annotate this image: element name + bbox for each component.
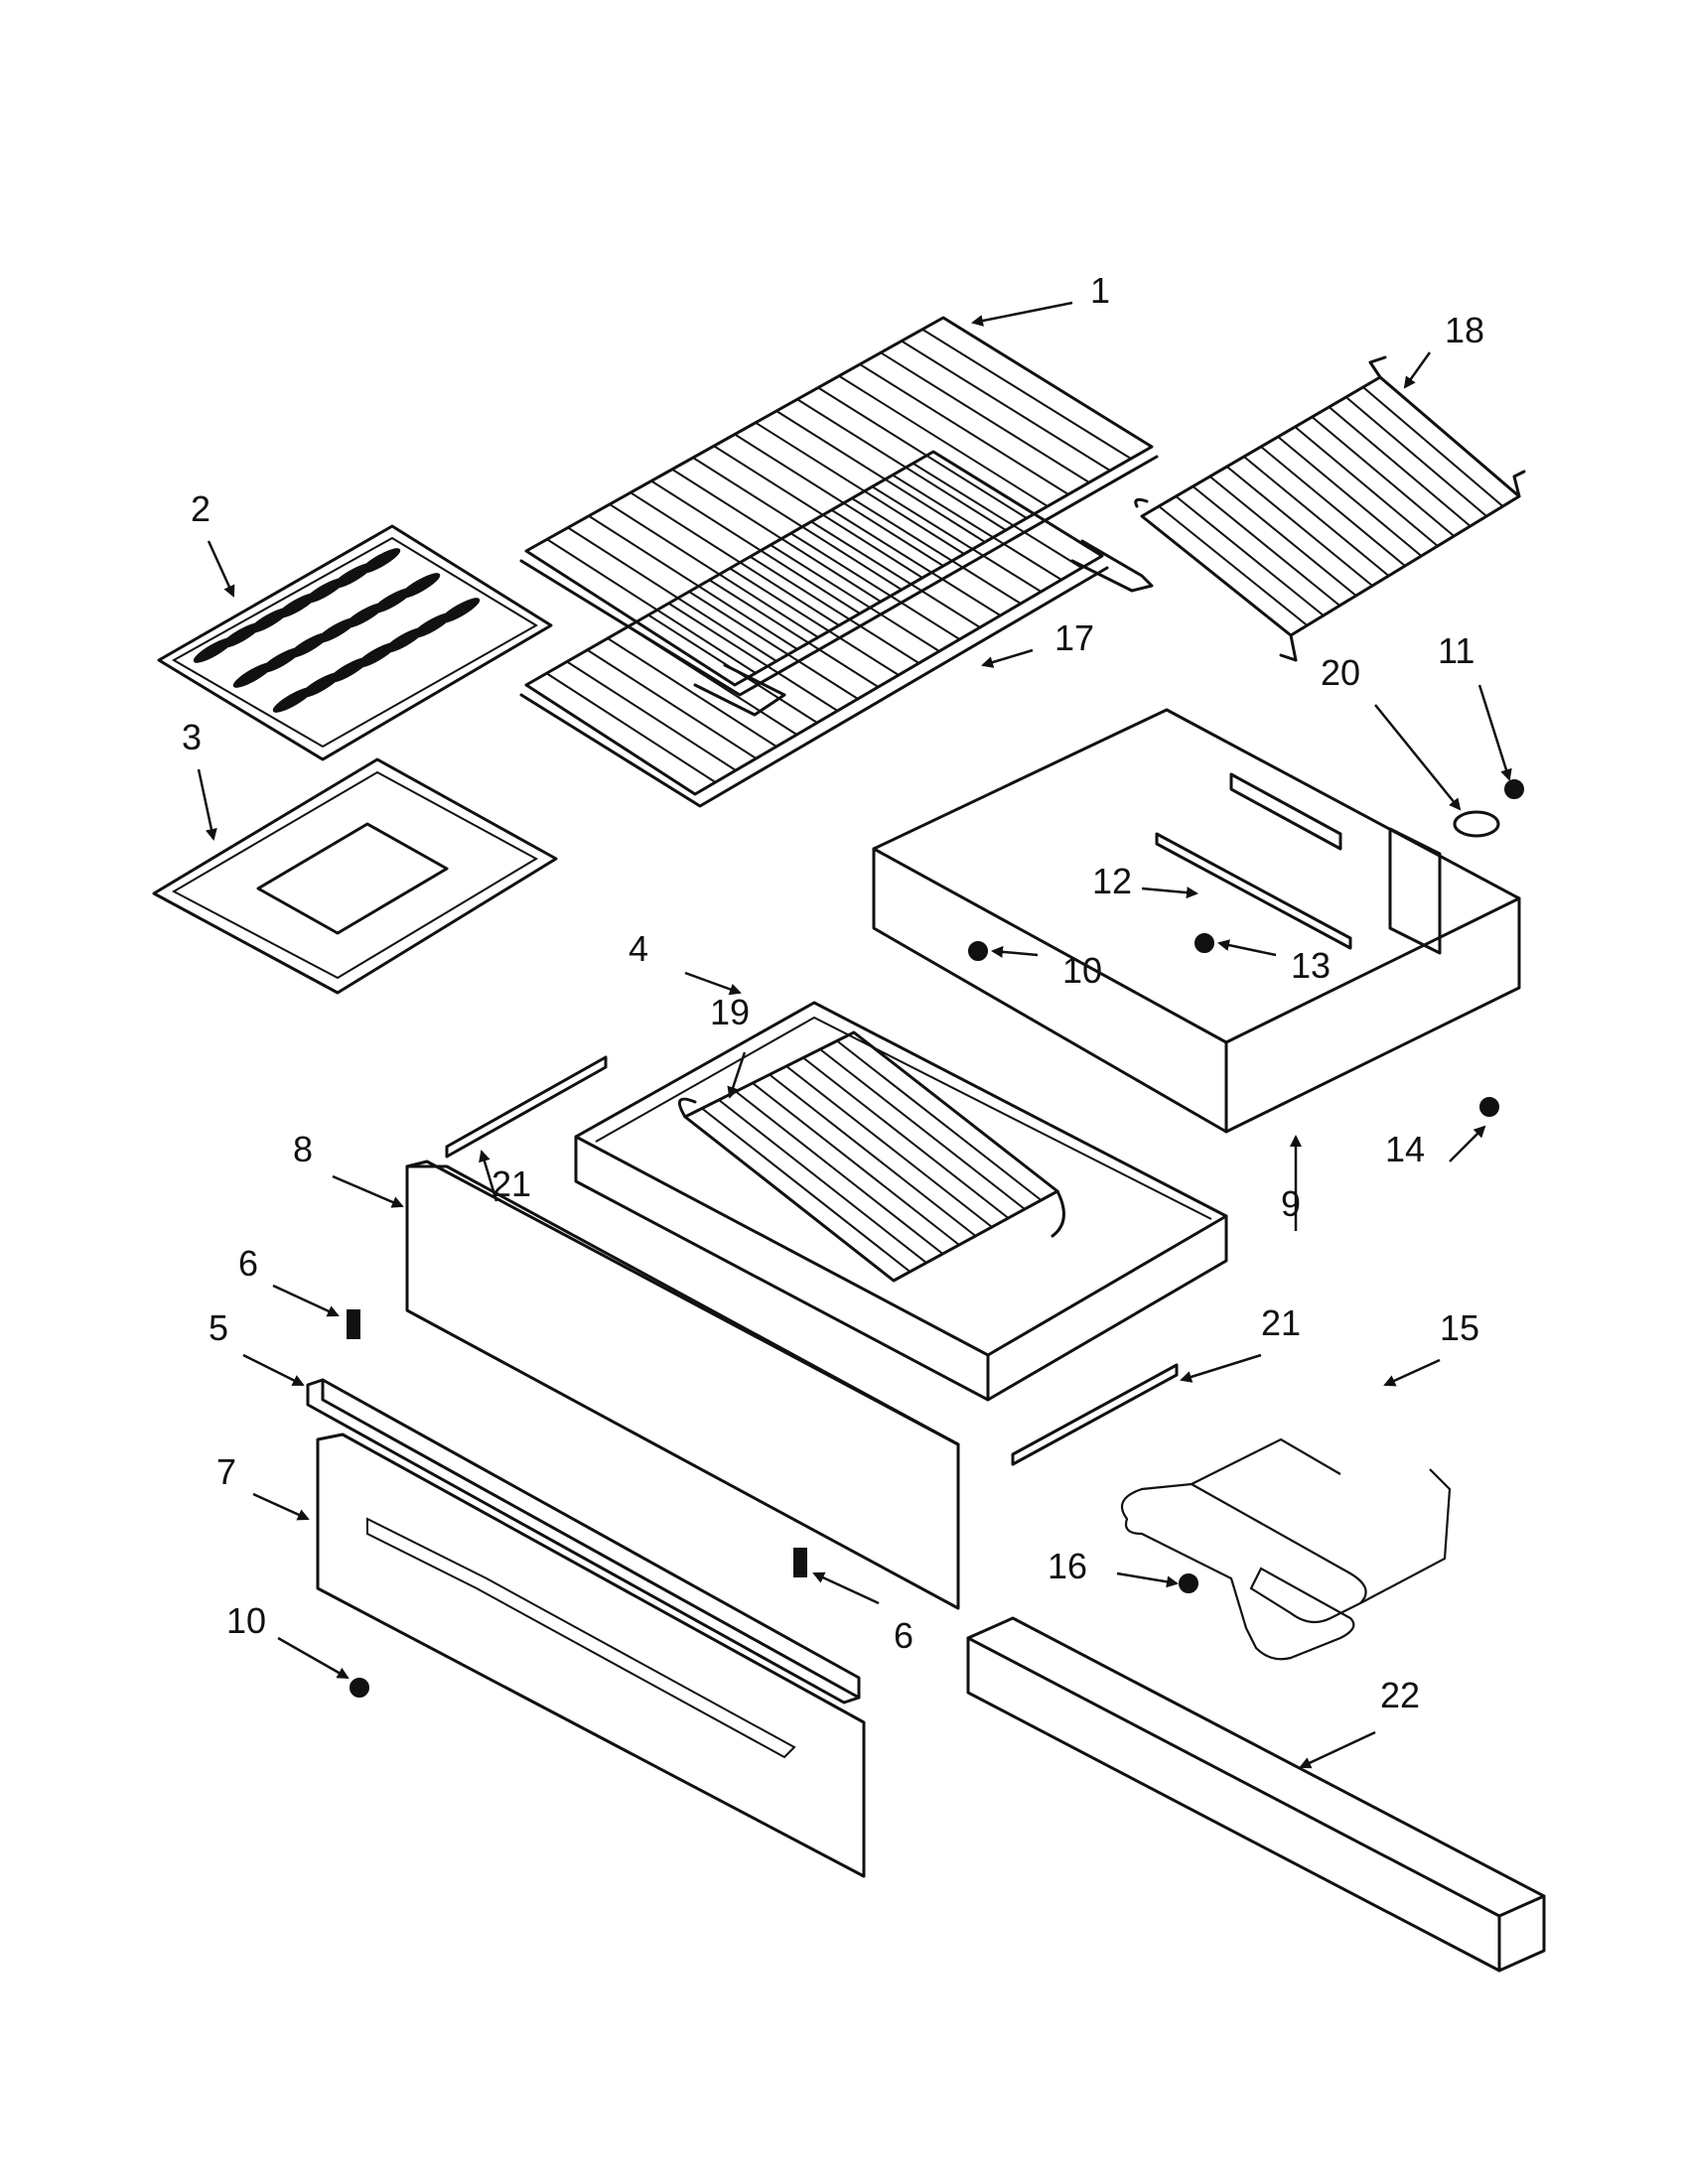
bake-element: [1120, 1437, 1452, 1661]
callout-5: 5: [209, 1307, 228, 1348]
callout-4: 4: [629, 928, 648, 969]
callout-1: 1: [1090, 270, 1110, 311]
drawer-rack: [677, 1030, 1065, 1283]
screw-10-lower: [350, 1678, 369, 1698]
drawer-housing: [872, 708, 1521, 1134]
oven-rack-upper: [519, 316, 1159, 697]
callout-18: 18: [1445, 310, 1484, 350]
callout-14: 14: [1385, 1129, 1425, 1169]
callout-11: 11: [1438, 630, 1474, 671]
screw-13: [1194, 933, 1214, 953]
trim-strip: [306, 1378, 861, 1705]
broiler-grid: [157, 524, 553, 761]
callout-10-upper: 10: [1062, 950, 1102, 991]
callout-3: 3: [182, 717, 202, 757]
callout-21-right: 21: [1261, 1302, 1301, 1343]
screw-14: [1479, 1097, 1499, 1117]
callout-8: 8: [293, 1129, 313, 1169]
screw-11: [1504, 779, 1524, 799]
callout-19: 19: [710, 992, 750, 1032]
screw-6-right: [793, 1548, 807, 1577]
lower-trim: [966, 1616, 1546, 1973]
broiler-pan: [152, 757, 558, 995]
drawer-slide-left: [445, 1055, 608, 1159]
screw-16: [1179, 1573, 1198, 1593]
callout-16: 16: [1048, 1546, 1087, 1586]
small-rack: [1134, 355, 1526, 662]
bracket-20: [1453, 810, 1500, 838]
callout-15: 15: [1440, 1307, 1479, 1348]
callout-9: 9: [1281, 1183, 1301, 1224]
drawer-panel: [316, 1433, 866, 1878]
screw-6-left: [347, 1309, 360, 1339]
oven-rack-lower: [519, 450, 1109, 808]
callout-21-left: 21: [491, 1163, 531, 1204]
callout-2: 2: [191, 488, 210, 529]
callout-12: 12: [1092, 861, 1132, 901]
callout-6-right: 6: [894, 1615, 913, 1656]
drawer-pan: [574, 1001, 1228, 1402]
callout-17: 17: [1054, 617, 1094, 658]
screw-10-upper: [968, 941, 988, 961]
callout-7: 7: [216, 1451, 236, 1492]
outer-drawer-front: [405, 1160, 960, 1610]
leader-lines: [197, 301, 1512, 1769]
callout-10-lower: 10: [226, 1600, 266, 1641]
callout-labels: 1 2 3 4 5 6 6 7 8 9 10 10 11 12 13 14 15…: [182, 270, 1484, 1715]
callout-22: 22: [1380, 1675, 1420, 1715]
callout-13: 13: [1291, 945, 1331, 986]
callout-6-left: 6: [238, 1243, 258, 1284]
callout-20: 20: [1321, 652, 1360, 693]
drawer-slide-right: [1011, 1363, 1179, 1466]
